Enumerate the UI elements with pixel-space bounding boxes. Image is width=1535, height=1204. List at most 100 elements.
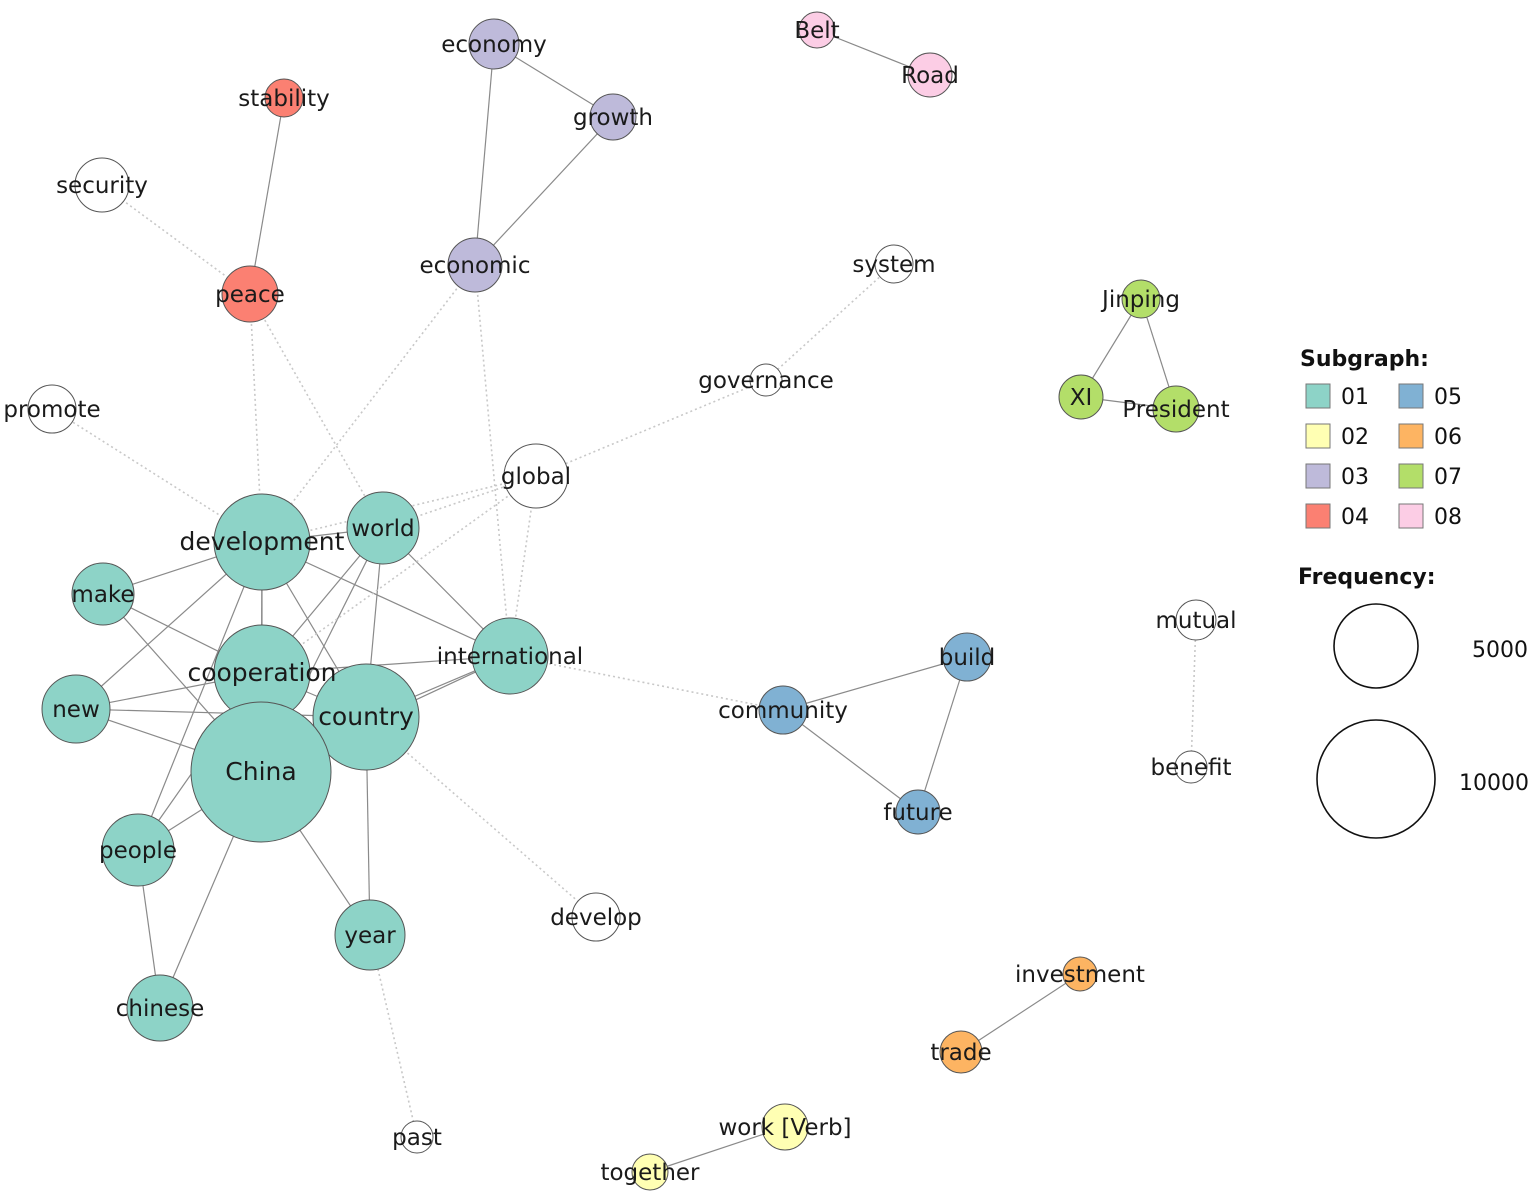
node-economy xyxy=(468,18,520,70)
nodes-layer xyxy=(27,11,1217,1191)
node-china xyxy=(190,701,332,843)
node-label-country: country xyxy=(318,702,414,731)
edge-stability-peace xyxy=(249,97,285,295)
legend-frequency-circle-5000 xyxy=(1333,603,1419,689)
node-make xyxy=(71,562,135,626)
node-label-make: make xyxy=(71,582,134,608)
node-jinping xyxy=(1121,279,1161,319)
node-stability xyxy=(264,78,304,118)
edge-development-people xyxy=(137,541,263,851)
node-label-future: future xyxy=(883,800,952,826)
legend-swatch-02 xyxy=(1305,423,1331,449)
node-label-jinping: Jinping xyxy=(1100,287,1180,313)
node-governance xyxy=(749,363,783,397)
node-mutual xyxy=(1175,599,1217,641)
node-label-security: security xyxy=(56,173,148,199)
node-promote xyxy=(27,384,77,434)
legend-frequency-label-5000: 5000 xyxy=(1472,638,1528,663)
legend-swatch-07 xyxy=(1398,463,1424,489)
node-president xyxy=(1152,385,1200,433)
node-development xyxy=(213,493,311,591)
node-label-past: past xyxy=(392,1125,442,1151)
node-xi xyxy=(1058,374,1104,420)
edge-governance-global xyxy=(535,379,767,477)
node-label-trade: trade xyxy=(930,1040,991,1066)
edge-growth-economic xyxy=(474,116,614,266)
legend-frequency-label-10000: 10000 xyxy=(1459,771,1529,796)
node-label-build: build xyxy=(939,645,996,671)
edge-work-together xyxy=(649,1126,786,1173)
node-investment xyxy=(1062,956,1098,992)
edge-security-peace xyxy=(101,184,251,295)
node-label-growth: growth xyxy=(573,105,653,131)
node-label-develop: develop xyxy=(550,905,642,931)
legend-swatch-05 xyxy=(1398,383,1424,409)
edge-investment-trade xyxy=(960,973,1081,1053)
node-trade xyxy=(939,1030,983,1074)
node-label-governance: governance xyxy=(698,368,834,394)
legend-subgraph-label-08: 08 xyxy=(1434,505,1462,530)
node-label-belt: Belt xyxy=(794,18,839,44)
node-label-cooperation: cooperation xyxy=(187,658,336,687)
node-label-international: international xyxy=(437,644,583,670)
legend-subgraph-label-01: 01 xyxy=(1341,385,1369,410)
node-label-promote: promote xyxy=(3,397,100,423)
legend-swatch-08 xyxy=(1398,503,1424,529)
legend-subgraph-label-05: 05 xyxy=(1434,385,1462,410)
node-work xyxy=(761,1103,809,1151)
node-benefit xyxy=(1174,750,1208,784)
node-label-year: year xyxy=(344,923,396,949)
node-security xyxy=(74,157,130,213)
node-label-work: work [Verb] xyxy=(718,1115,851,1141)
node-belt xyxy=(798,11,836,49)
node-country xyxy=(312,663,420,771)
node-together xyxy=(631,1153,669,1191)
node-label-world: world xyxy=(351,516,414,542)
legend-subgraph-label-02: 02 xyxy=(1341,425,1369,450)
node-road xyxy=(907,52,953,98)
node-label-stability: stability xyxy=(238,86,330,112)
edge-economic-international xyxy=(474,264,511,657)
node-label-benefit: benefit xyxy=(1151,755,1232,781)
legend-swatch-06 xyxy=(1398,423,1424,449)
legend-frequency-items: 5000 10000 xyxy=(1316,603,1529,839)
legend-swatch-04 xyxy=(1305,503,1331,529)
node-label-economic: economic xyxy=(420,253,531,279)
legend-frequency-title: Frequency: xyxy=(1298,565,1436,590)
node-label-investment: investment xyxy=(1015,962,1145,988)
node-growth xyxy=(589,93,637,141)
edge-build-future xyxy=(917,656,968,813)
node-label-together: together xyxy=(600,1160,700,1186)
edge-economy-economic xyxy=(474,43,495,266)
edge-international-community xyxy=(509,655,784,711)
node-label-system: system xyxy=(852,252,935,278)
labels-layer: economygrowtheconomicstabilitypeacesecur… xyxy=(3,18,1236,1186)
node-international xyxy=(471,617,549,695)
node-economic xyxy=(447,237,503,293)
node-chinese xyxy=(126,974,194,1042)
node-label-road: Road xyxy=(901,63,959,89)
node-community xyxy=(758,685,808,735)
node-label-xi: XI xyxy=(1070,385,1093,411)
node-label-china: China xyxy=(225,757,296,786)
node-develop xyxy=(571,892,621,942)
node-build xyxy=(942,632,992,682)
node-system xyxy=(874,244,914,284)
node-past xyxy=(400,1120,434,1154)
legend-subgraph-label-06: 06 xyxy=(1434,425,1462,450)
node-people xyxy=(101,813,175,887)
legend-subgraph-label-03: 03 xyxy=(1341,465,1369,490)
edge-community-build xyxy=(782,656,968,711)
node-year xyxy=(334,899,406,971)
node-global xyxy=(503,443,569,509)
edge-promote-development xyxy=(51,408,263,543)
node-label-global: global xyxy=(501,464,571,490)
node-future xyxy=(895,789,941,835)
node-label-peace: peace xyxy=(215,282,285,308)
node-world xyxy=(346,491,420,565)
node-label-mutual: mutual xyxy=(1155,608,1236,634)
legend-subgraph-label-04: 04 xyxy=(1341,505,1369,530)
